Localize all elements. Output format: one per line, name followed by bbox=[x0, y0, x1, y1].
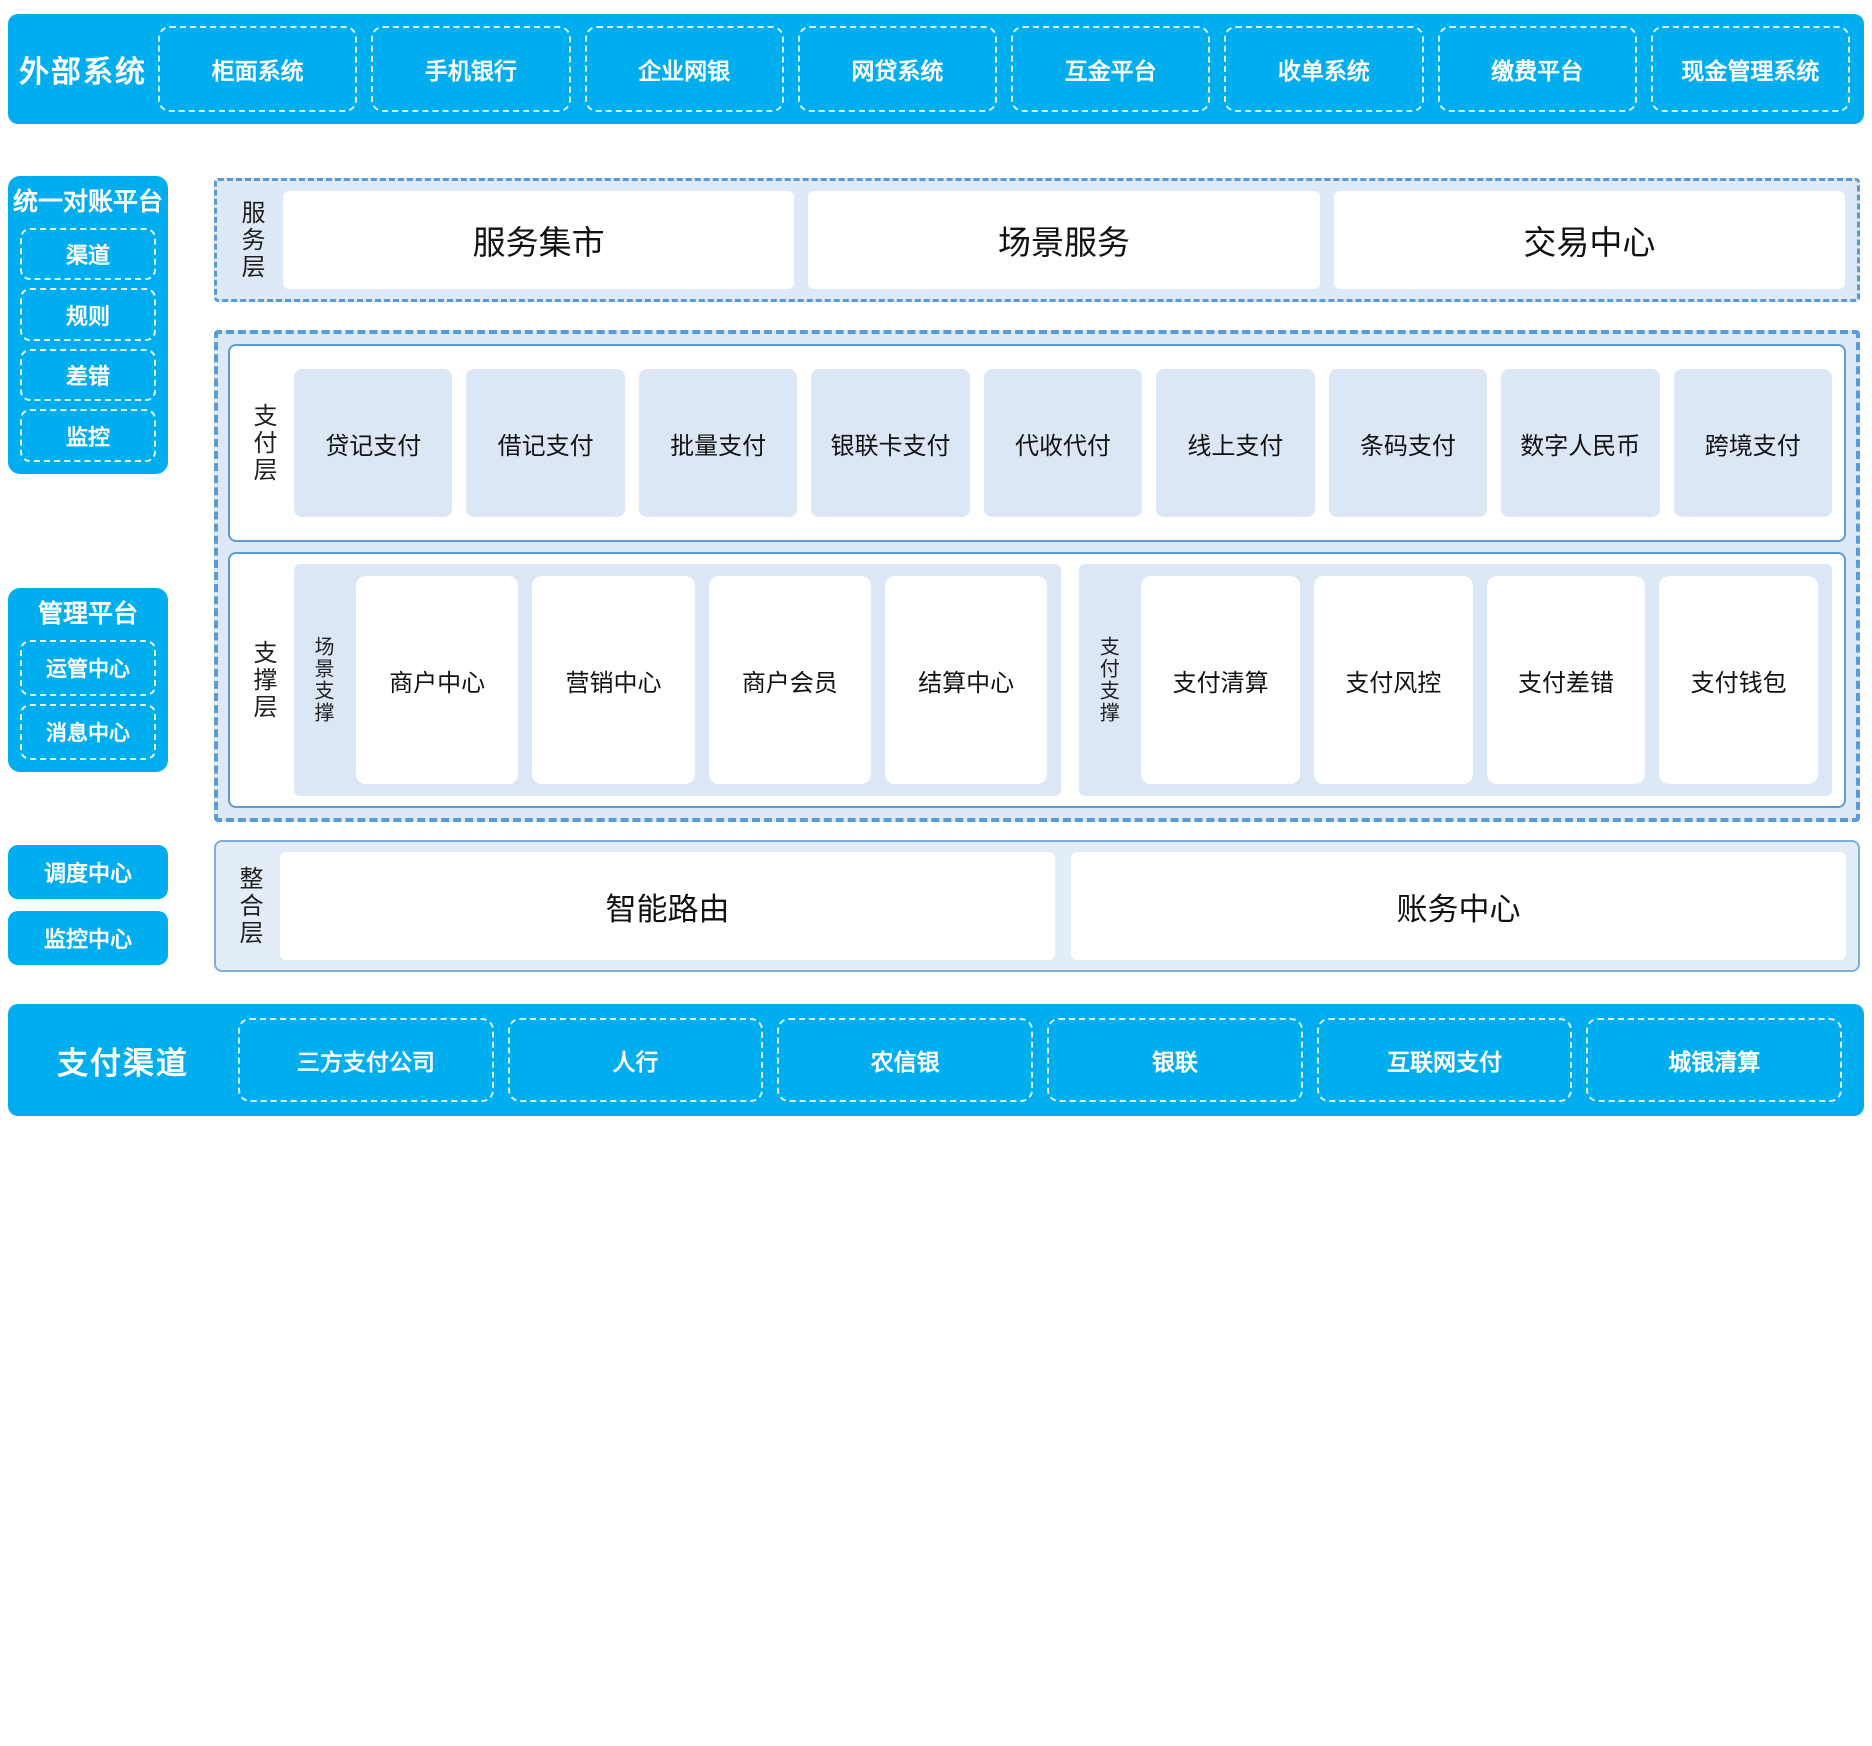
scheduling-center-button[interactable]: 调度中心 bbox=[8, 845, 168, 899]
integration-layer-label: 整合层 bbox=[235, 865, 262, 947]
payment-item-batch[interactable]: 批量支付 bbox=[638, 369, 798, 517]
payment-channels-bar: 支付渠道 三方支付公司 人行 农信银 银联 互联网支付 城银清算 bbox=[8, 1004, 1864, 1116]
management-platform-title: 管理平台 bbox=[37, 600, 138, 628]
payment-channel-item[interactable]: 银联 bbox=[1047, 1018, 1303, 1102]
scenario-support-group: 场景支撑 商户中心 营销中心 商户会员 结算中心 bbox=[294, 564, 1062, 796]
payment-support-group: 支付支撑 支付清算 支付风控 支付差错 支付钱包 bbox=[1079, 564, 1832, 796]
reconciliation-platform-panel: 统一对账平台 渠道 规则 差错 监控 bbox=[8, 176, 168, 474]
service-layer-label: 服务层 bbox=[237, 199, 264, 281]
payment-channel-item[interactable]: 三方支付公司 bbox=[238, 1018, 494, 1102]
service-item-scenario-service[interactable]: 场景服务 bbox=[808, 191, 1320, 289]
payment-support-items: 支付清算 支付风控 支付差错 支付钱包 bbox=[1141, 576, 1818, 784]
support-item-settlement-center[interactable]: 结算中心 bbox=[884, 576, 1048, 784]
payment-channel-item[interactable]: 农信银 bbox=[777, 1018, 1034, 1102]
payment-channel-item[interactable]: 互联网支付 bbox=[1316, 1018, 1573, 1102]
payment-item-digital-rmb[interactable]: 数字人民币 bbox=[1501, 369, 1660, 517]
support-item-payment-error[interactable]: 支付差错 bbox=[1486, 576, 1646, 784]
external-system-item[interactable]: 现金管理系统 bbox=[1650, 26, 1850, 112]
payment-channels-title: 支付渠道 bbox=[57, 1045, 189, 1081]
management-platform-panel: 管理平台 运管中心 消息中心 bbox=[8, 588, 168, 772]
reconciliation-item-monitor[interactable]: 监控 bbox=[20, 409, 156, 462]
reconciliation-platform-title: 统一对账平台 bbox=[13, 188, 164, 216]
external-system-item[interactable]: 网贷系统 bbox=[797, 26, 997, 112]
support-layer-container: 支撑层 场景支撑 商户中心 营销中心 商户会员 结算中心 支付支撑 支付清算 bbox=[228, 552, 1846, 808]
payment-support-label: 支付支撑 bbox=[1096, 636, 1119, 724]
reconciliation-item-channel[interactable]: 渠道 bbox=[20, 227, 156, 281]
external-systems-list: 柜面系统 手机银行 企业网银 网贷系统 互金平台 收单系统 缴费平台 现金管理系… bbox=[158, 26, 1850, 112]
core-layers-container: 支付层 贷记支付 借记支付 批量支付 银联卡支付 代收代付 线上支付 条码支付 … bbox=[214, 330, 1860, 822]
integration-item-accounting-center[interactable]: 账务中心 bbox=[1071, 852, 1846, 960]
support-item-payment-clearing[interactable]: 支付清算 bbox=[1141, 576, 1300, 784]
payment-layer-container: 支付层 贷记支付 借记支付 批量支付 银联卡支付 代收代付 线上支付 条码支付 … bbox=[228, 344, 1846, 542]
support-item-merchant-center[interactable]: 商户中心 bbox=[356, 576, 519, 784]
scenario-support-items: 商户中心 营销中心 商户会员 结算中心 bbox=[356, 576, 1048, 784]
external-system-item[interactable]: 企业网银 bbox=[584, 26, 784, 112]
scenario-support-label: 场景支撑 bbox=[311, 636, 333, 724]
payment-item-barcode[interactable]: 条码支付 bbox=[1328, 369, 1488, 517]
service-layer-container: 服务层 服务集市 场景服务 交易中心 bbox=[214, 178, 1860, 302]
external-system-item[interactable]: 缴费平台 bbox=[1437, 26, 1637, 112]
reconciliation-item-rule[interactable]: 规则 bbox=[20, 288, 156, 341]
service-item-marketplace[interactable]: 服务集市 bbox=[283, 191, 795, 289]
payment-channel-item[interactable]: 人行 bbox=[507, 1018, 764, 1102]
support-item-marketing-center[interactable]: 营销中心 bbox=[532, 576, 695, 784]
external-system-item[interactable]: 收单系统 bbox=[1224, 26, 1424, 112]
support-item-payment-wallet[interactable]: 支付钱包 bbox=[1659, 576, 1818, 784]
payment-channels-list: 三方支付公司 人行 农信银 银联 互联网支付 城银清算 bbox=[238, 1018, 1843, 1102]
service-layer-items: 服务集市 场景服务 交易中心 bbox=[283, 191, 1845, 289]
external-system-item[interactable]: 柜面系统 bbox=[158, 26, 358, 112]
support-item-merchant-member[interactable]: 商户会员 bbox=[708, 576, 871, 784]
integration-item-smart-routing[interactable]: 智能路由 bbox=[280, 852, 1055, 960]
external-system-item[interactable]: 手机银行 bbox=[371, 26, 571, 112]
payment-item-online[interactable]: 线上支付 bbox=[1156, 369, 1315, 517]
payment-layer-items: 贷记支付 借记支付 批量支付 银联卡支付 代收代付 线上支付 条码支付 数字人民… bbox=[294, 369, 1832, 517]
integration-layer-container: 整合层 智能路由 账务中心 bbox=[214, 840, 1860, 972]
integration-layer-items: 智能路由 账务中心 bbox=[280, 852, 1846, 960]
payment-item-debit[interactable]: 借记支付 bbox=[466, 369, 625, 517]
management-item-message-center[interactable]: 消息中心 bbox=[20, 703, 156, 760]
monitoring-center-button[interactable]: 监控中心 bbox=[8, 911, 168, 965]
reconciliation-item-error[interactable]: 差错 bbox=[20, 348, 156, 402]
external-systems-title: 外部系统 bbox=[19, 56, 147, 89]
payment-channel-item[interactable]: 城银清算 bbox=[1586, 1018, 1843, 1102]
payment-item-unionpay-card[interactable]: 银联卡支付 bbox=[811, 369, 970, 517]
external-systems-bar: 外部系统 柜面系统 手机银行 企业网银 网贷系统 互金平台 收单系统 缴费平台 … bbox=[8, 14, 1864, 124]
payment-item-credit[interactable]: 贷记支付 bbox=[294, 369, 453, 517]
support-item-payment-risk-control[interactable]: 支付风控 bbox=[1313, 576, 1473, 784]
payment-item-cross-border[interactable]: 跨境支付 bbox=[1673, 369, 1832, 517]
external-system-item[interactable]: 互金平台 bbox=[1011, 26, 1211, 112]
payment-layer-label: 支付层 bbox=[249, 402, 276, 484]
support-layer-label: 支撑层 bbox=[249, 639, 276, 721]
payment-item-collection-payment[interactable]: 代收代付 bbox=[983, 369, 1143, 517]
management-item-operations-center[interactable]: 运管中心 bbox=[20, 639, 156, 696]
service-item-transaction-center[interactable]: 交易中心 bbox=[1333, 191, 1845, 289]
support-layer-groups: 场景支撑 商户中心 营销中心 商户会员 结算中心 支付支撑 支付清算 支付风控 … bbox=[294, 564, 1832, 796]
architecture-diagram-canvas: 外部系统 柜面系统 手机银行 企业网银 网贷系统 互金平台 收单系统 缴费平台 … bbox=[8, 14, 1864, 1116]
